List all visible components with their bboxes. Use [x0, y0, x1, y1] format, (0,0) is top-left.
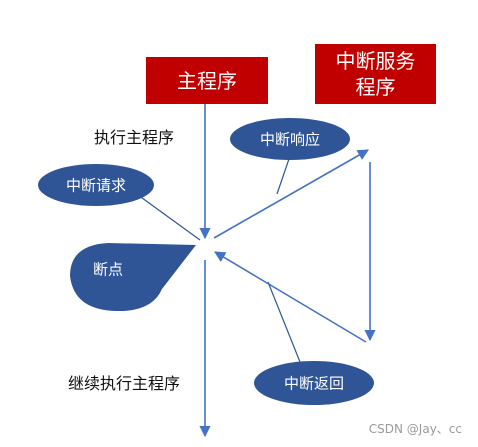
arrow-breakpoint-to-isr	[213, 149, 369, 239]
watermark: CSDN @Jay、cc	[368, 422, 462, 436]
arrow-isr-return	[214, 251, 367, 343]
callout-breakpoint	[70, 243, 196, 312]
pointer-interrupt-request	[137, 194, 201, 241]
breakpoint-text: 断点	[92, 260, 124, 279]
isr-box: 中断服务 程序	[315, 44, 436, 104]
callout-interrupt-response	[230, 118, 350, 160]
continue-main-label: 继续执行主程序	[68, 374, 181, 393]
pointer-interrupt-return	[267, 281, 301, 363]
main-program-box: 主程序	[146, 57, 268, 104]
isr-label-line1: 中断服务	[335, 49, 416, 73]
isr-label-line2: 程序	[355, 75, 396, 99]
interrupt-return-text: 中断返回	[283, 374, 345, 393]
callout-interrupt-request	[38, 164, 154, 206]
interrupt-response-text: 中断响应	[259, 130, 321, 149]
interrupt-request-text: 中断请求	[65, 176, 127, 195]
callout-interrupt-return	[254, 361, 374, 405]
execute-main-label: 执行主程序	[94, 128, 175, 147]
main-program-label: 主程序	[177, 68, 237, 93]
pointer-interrupt-response	[276, 155, 291, 195]
